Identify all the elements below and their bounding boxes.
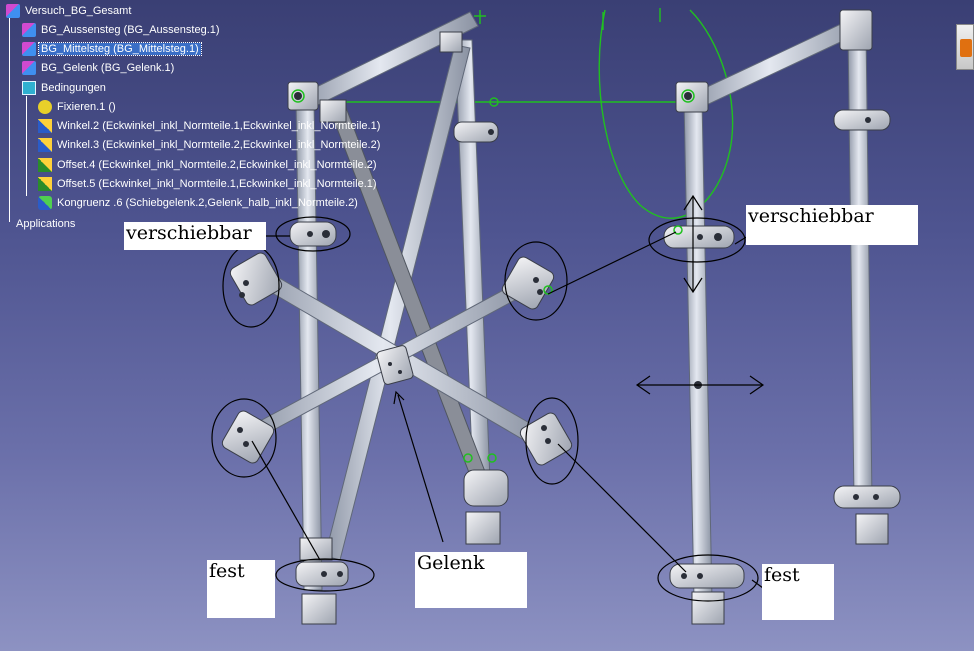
bolts — [237, 92, 879, 579]
product-icon — [6, 3, 20, 18]
constraints-icon — [22, 80, 36, 95]
product-icon — [22, 22, 36, 37]
tree-constraint-fixieren[interactable]: Fixieren.1 () — [38, 98, 118, 115]
annotation-verschiebbar-left: verschiebbar — [124, 222, 266, 250]
toolbar-widget[interactable] — [956, 24, 974, 70]
tree-constraint-label: Winkel.2 (Eckwinkel_inkl_Normteile.1,Eck… — [57, 119, 381, 132]
tree-item-bedingungen[interactable]: Bedingungen — [22, 79, 108, 96]
tree-constraint-winkel-3[interactable]: Winkel.3 (Eckwinkel_inkl_Normteile.2,Eck… — [38, 136, 382, 153]
angle-icon — [38, 118, 52, 133]
offset-icon — [38, 176, 52, 191]
tree-root-label: Versuch_BG_Gesamt — [25, 4, 132, 17]
tree-item-label: BG_Gelenk (BG_Gelenk.1) — [41, 61, 175, 74]
tree-constraint-label: Kongruenz .6 (Schiebgelenk.2,Gelenk_halb… — [57, 196, 358, 209]
tree-item-label: Bedingungen — [41, 81, 106, 94]
annotation-fest-right: fest — [762, 564, 834, 620]
tree-item-bg-gelenk[interactable]: BG_Gelenk (BG_Gelenk.1) — [22, 59, 176, 76]
tree-item-bg-aussensteg[interactable]: BG_Aussensteg (BG_Aussensteg.1) — [22, 21, 222, 38]
tree-item-label: BG_Aussensteg (BG_Aussensteg.1) — [41, 23, 220, 36]
tree-constraint-label: Offset.4 (Eckwinkel_inkl_Normteile.2,Eck… — [57, 158, 377, 171]
tree-constraint-offset-4[interactable]: Offset.4 (Eckwinkel_inkl_Normteile.2,Eck… — [38, 156, 379, 173]
product-icon — [22, 41, 36, 56]
product-icon — [22, 60, 36, 75]
annotation-fest-left: fest — [207, 560, 275, 618]
tree-item-bg-mittelsteg[interactable]: BG_Mittelsteg (BG_Mittelsteg.1) — [22, 40, 202, 57]
angle-icon — [38, 137, 52, 152]
tree-constraint-offset-5[interactable]: Offset.5 (Eckwinkel_inkl_Normteile.1,Eck… — [38, 175, 379, 192]
markup-arrows — [251, 194, 765, 589]
specification-tree[interactable]: Versuch_BG_Gesamt BG_Aussensteg (BG_Auss… — [0, 0, 420, 240]
tool-icon — [960, 39, 972, 57]
offset-icon — [38, 157, 52, 172]
tree-constraint-label: Winkel.3 (Eckwinkel_inkl_Normteile.2,Eck… — [57, 138, 381, 151]
tree-item-label: Applications — [16, 217, 76, 230]
tree-line — [26, 96, 27, 196]
annotation-gelenk: Gelenk — [415, 552, 527, 608]
joint-blocks — [221, 9, 901, 625]
congruence-icon — [38, 195, 52, 210]
annotation-verschiebbar-right: verschiebbar — [746, 205, 918, 245]
tree-item-label: BG_Mittelsteg (BG_Mittelsteg.1) — [38, 41, 202, 56]
markup-ellipses — [211, 216, 759, 602]
tree-item-applications[interactable]: Applications — [14, 215, 77, 232]
tree-constraint-winkel-2[interactable]: Winkel.2 (Eckwinkel_inkl_Normteile.1,Eck… — [38, 117, 382, 134]
fix-icon — [38, 99, 52, 114]
tree-constraint-kongruenz-6[interactable]: Kongruenz .6 (Schiebgelenk.2,Gelenk_halb… — [38, 194, 360, 211]
tree-constraint-label: Offset.5 (Eckwinkel_inkl_Normteile.1,Eck… — [57, 177, 377, 190]
tree-root[interactable]: Versuch_BG_Gesamt — [6, 2, 133, 19]
tree-line — [9, 12, 10, 222]
tree-constraint-label: Fixieren.1 () — [57, 100, 116, 113]
